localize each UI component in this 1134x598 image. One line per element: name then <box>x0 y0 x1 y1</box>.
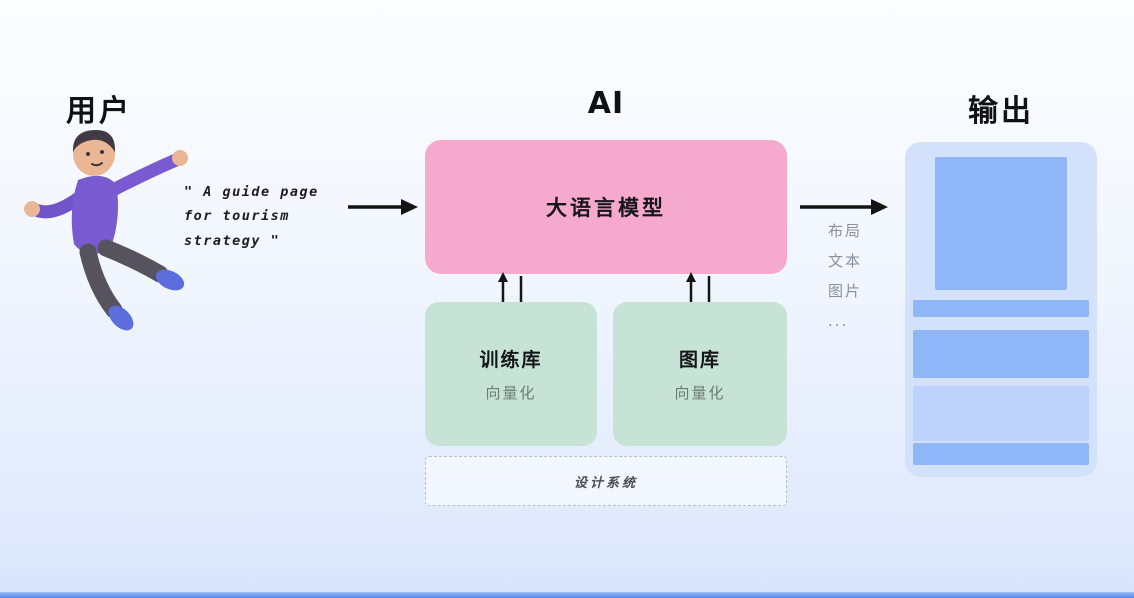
arrow-ai-to-output-icon <box>800 199 888 215</box>
quote-line-2: for tourism <box>184 208 290 225</box>
user-section-heading: 用户 <box>66 94 132 129</box>
arrow-user-to-ai-icon <box>348 199 418 215</box>
output-label-image: 图片 <box>828 282 863 300</box>
image-gallery-title: 图库 <box>678 349 721 371</box>
design-system-label: 设计系统 <box>573 475 638 491</box>
wireframe-hero-block <box>935 157 1067 290</box>
ai-section-heading: AI <box>587 86 625 121</box>
training-library-subtitle: 向量化 <box>485 384 537 402</box>
bottom-gradient-edge <box>0 592 1134 598</box>
llm-box-label: 大语言模型 <box>546 196 666 220</box>
design-system-box: 设计系统 <box>425 456 787 506</box>
image-gallery-subtitle: 向量化 <box>674 384 726 402</box>
wireframe-thin-bar <box>913 300 1089 317</box>
image-gallery-box: 图库 向量化 <box>613 302 787 446</box>
output-label-text: 文本 <box>828 252 863 270</box>
user-character-illustration <box>18 122 198 342</box>
output-section-heading: 输出 <box>968 94 1034 129</box>
output-label-layout: 布局 <box>828 222 863 240</box>
jumping-person-icon <box>24 130 188 331</box>
wireframe-light-block <box>913 386 1089 441</box>
quote-line-3: strategy " <box>184 232 281 249</box>
output-wireframe-panel <box>905 142 1097 477</box>
training-library-title: 训练库 <box>479 349 543 371</box>
wireframe-bottom-bar <box>913 443 1089 465</box>
user-quote: " A guide page for tourism strategy " <box>184 180 344 253</box>
training-library-box: 训练库 向量化 <box>425 302 597 446</box>
quote-line-1: " A guide page <box>184 184 319 200</box>
output-label-ellipsis: ... <box>828 312 849 330</box>
wireframe-medium-block <box>913 330 1089 378</box>
output-type-labels: 布局 文本 图片 ... <box>828 216 862 336</box>
llm-box: 大语言模型 <box>425 140 787 274</box>
